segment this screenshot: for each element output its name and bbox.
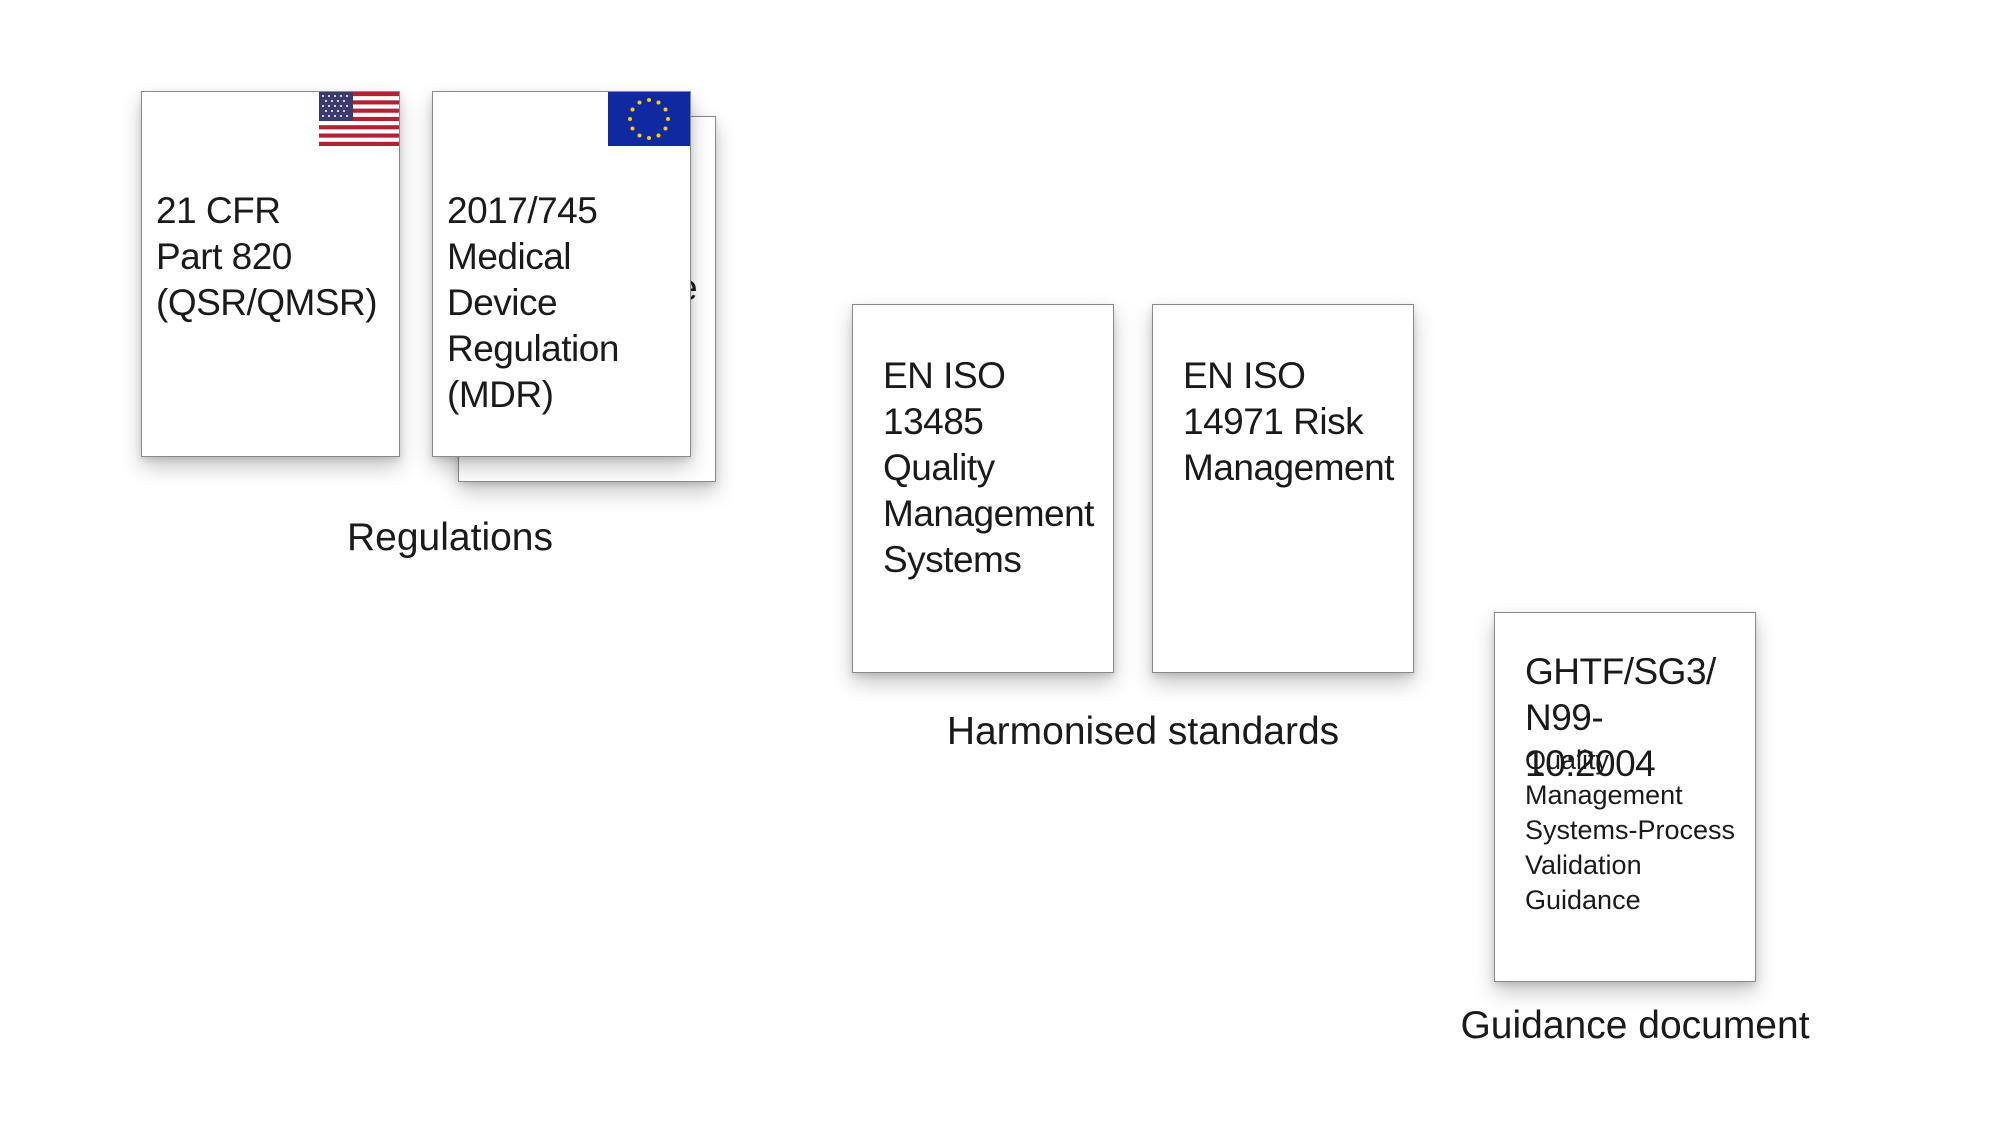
guidance-document-label: Guidance document	[1460, 1004, 1810, 1047]
standard-card-iso14971: EN ISO 14971 Risk Management	[1152, 304, 1414, 673]
us-regulation-title: 21 CFR Part 820 (QSR/QMSR)	[156, 190, 378, 323]
guidance-document-subtitle: Quality Management Systems-Process Valid…	[1525, 745, 1736, 915]
eu-regulation-card: 2017/745 Medical Device Regulation (MDR)	[432, 91, 691, 457]
guidance-document-title: GHTF/SG3/ N99-10:2004	[1525, 651, 1716, 784]
standard-card-iso13485: EN ISO 13485 Quality Management Systems	[852, 304, 1114, 673]
regulations-label: Regulations	[347, 516, 553, 559]
standard-card-title: EN ISO 13485 Quality Management Systems	[883, 355, 1094, 580]
guidance-document-card: GHTF/SG3/ N99-10:2004 Quality Management…	[1494, 612, 1756, 982]
us-flag-icon	[319, 92, 399, 146]
standard-card-title: EN ISO 14971 Risk Management	[1183, 355, 1394, 488]
eu-flag-icon	[608, 92, 690, 146]
us-regulation-card: 21 CFR Part 820 (QSR/QMSR)	[141, 91, 400, 457]
eu-regulation-title: 2017/745 Medical Device Regulation (MDR)	[447, 190, 619, 415]
harmonised-standards-label: Harmonised standards	[946, 710, 1340, 753]
